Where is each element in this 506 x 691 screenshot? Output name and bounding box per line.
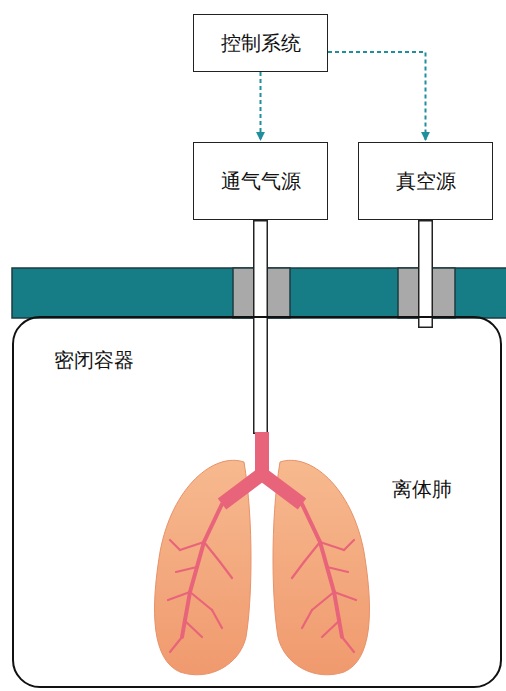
vacuum-source-box: 真空源 bbox=[358, 142, 493, 220]
bronchus bbox=[190, 592, 212, 610]
node-label: 控制系统 bbox=[221, 31, 301, 55]
node-label: 密闭容器 bbox=[54, 348, 134, 372]
node-label: 真空源 bbox=[396, 169, 456, 193]
node-label: 通气气源 bbox=[221, 169, 301, 193]
dashed-arrow bbox=[260, 72, 262, 140]
tube-wall bbox=[253, 220, 268, 434]
bronchus bbox=[304, 542, 320, 562]
gas-source-box: 通气气源 bbox=[193, 142, 328, 220]
control-signal bbox=[328, 52, 426, 140]
bronchus bbox=[170, 540, 180, 550]
tube-wall bbox=[418, 220, 433, 328]
bronchus bbox=[292, 562, 304, 578]
bronchus bbox=[170, 637, 182, 652]
tube-bore bbox=[420, 222, 432, 327]
bronchus bbox=[344, 540, 354, 550]
bronchus bbox=[320, 542, 344, 550]
bronchus bbox=[204, 542, 220, 562]
trachea bbox=[222, 432, 302, 504]
bronchus bbox=[334, 592, 356, 600]
control-signal bbox=[260, 72, 261, 140]
gas-tube bbox=[425, 220, 426, 328]
bronchus bbox=[182, 504, 222, 637]
control-box: 控制系统 bbox=[193, 14, 328, 72]
bronchus bbox=[168, 592, 190, 600]
lung-figure: 离体肺 bbox=[142, 432, 382, 678]
bronchus bbox=[212, 610, 222, 628]
dashed-arrow bbox=[328, 52, 426, 140]
bronchus bbox=[327, 567, 348, 572]
bronchus bbox=[180, 542, 204, 550]
bronchus bbox=[342, 637, 354, 652]
bronchus bbox=[302, 504, 342, 637]
bronchus bbox=[302, 610, 312, 628]
bronchus bbox=[176, 567, 197, 572]
lung-illustration bbox=[142, 432, 382, 678]
bronchus bbox=[312, 592, 334, 610]
gas-tube bbox=[260, 220, 261, 434]
tube-bore bbox=[255, 222, 267, 433]
bronchus bbox=[322, 620, 340, 637]
sealed-container: 密闭容器离体肺 bbox=[12, 316, 502, 688]
bronchus bbox=[184, 620, 202, 637]
bronchus bbox=[220, 562, 232, 578]
node-label: 离体肺 bbox=[392, 477, 452, 501]
